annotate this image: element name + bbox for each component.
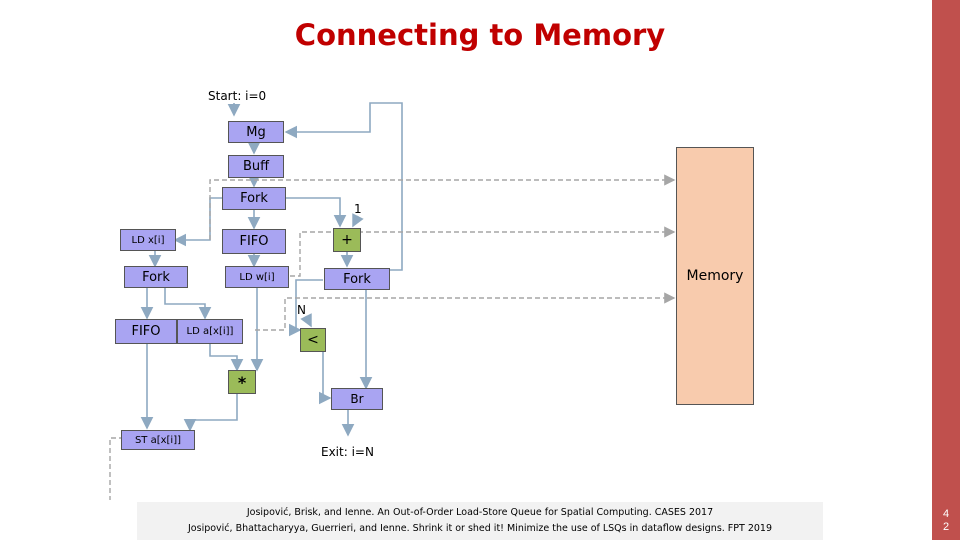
slide-number: 4 2: [932, 508, 960, 534]
constant-one-label: 1: [354, 202, 362, 216]
fifo-left-node[interactable]: FIFO: [115, 319, 177, 344]
citation-line-2: Josipović, Bhattacharyya, Guerrieri, and…: [188, 523, 772, 534]
fork-top-node[interactable]: Fork: [222, 187, 286, 210]
constant-n-label: N: [297, 303, 306, 317]
fork-left-node[interactable]: Fork: [124, 266, 188, 288]
load-x-node[interactable]: LD x[i]: [120, 229, 176, 251]
fork-right-node[interactable]: Fork: [324, 268, 390, 290]
merge-node[interactable]: Mg: [228, 121, 284, 143]
memory-block[interactable]: Memory: [676, 147, 754, 405]
exit-label: Exit: i=N: [321, 445, 374, 459]
less-than-node[interactable]: <: [300, 328, 326, 352]
multiply-node[interactable]: *: [228, 370, 256, 394]
load-w-node[interactable]: LD w[i]: [225, 266, 289, 288]
branch-node[interactable]: Br: [331, 388, 383, 410]
fifo-middle-node[interactable]: FIFO: [222, 229, 286, 254]
slide-number-line1: 4: [942, 508, 950, 520]
citation-box: Josipović, Brisk, and Ienne. An Out-of-O…: [137, 502, 823, 540]
citation-line-1: Josipović, Brisk, and Ienne. An Out-of-O…: [246, 507, 714, 518]
add-node[interactable]: +: [333, 228, 361, 252]
store-a-node[interactable]: ST a[x[i]]: [121, 430, 195, 450]
load-a-node[interactable]: LD a[x[i]]: [177, 319, 243, 344]
slide-title: Connecting to Memory: [294, 18, 666, 52]
start-label: Start: i=0: [208, 89, 267, 103]
diagram-wires: [109, 102, 676, 500]
slide-number-line2: 2: [942, 521, 950, 533]
slide-accent-bar: [932, 0, 960, 540]
buffer-node[interactable]: Buff: [228, 155, 284, 178]
